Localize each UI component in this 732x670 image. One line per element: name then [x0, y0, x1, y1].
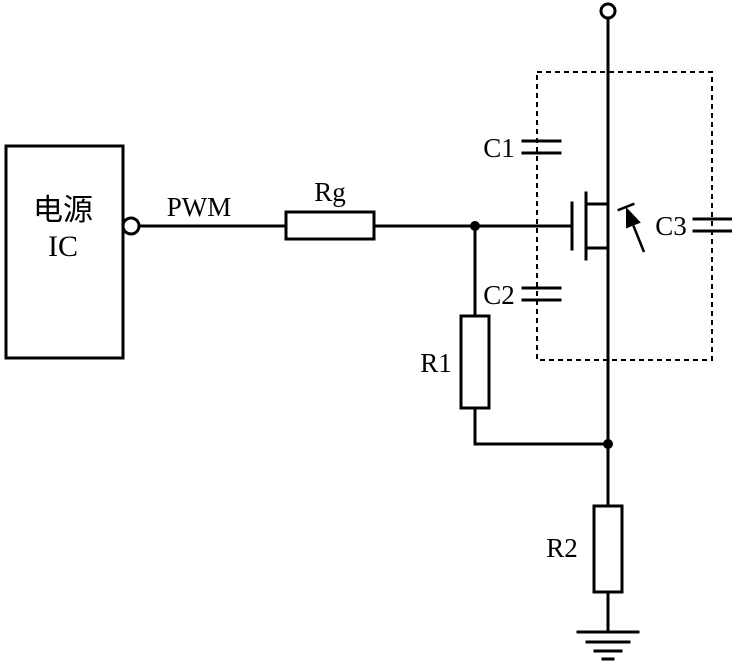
c3-label: C3: [655, 211, 687, 241]
c3-capacitor: [692, 217, 732, 233]
power-ic-label-line1: 电源: [33, 194, 93, 227]
gate-junction-dot: [470, 221, 480, 231]
c2-label: C2: [483, 280, 515, 310]
power-ic-box: [4, 144, 125, 360]
ground-symbol: [576, 630, 640, 661]
power-ic-label-line2: IC: [48, 230, 78, 263]
top-supply-terminal: [599, 2, 617, 20]
r1-label: R1: [420, 348, 452, 378]
r1-resistor: [459, 314, 491, 410]
mosfet-package-dashed-box: [536, 71, 713, 361]
body-diode-line: [632, 225, 646, 253]
body-diode-arrowhead: [626, 207, 641, 229]
c1-capacitor: [521, 139, 562, 155]
ic-output-terminal: [121, 216, 141, 236]
r2-resistor: [592, 504, 624, 594]
rg-resistor: [284, 210, 376, 241]
pwm-label: PWM: [167, 192, 232, 222]
r1-bottom-wire: [473, 406, 610, 446]
r2-label: R2: [546, 533, 578, 563]
c2-capacitor: [521, 286, 562, 302]
rg-label: Rg: [314, 177, 346, 207]
body-diode-bar: [617, 202, 635, 212]
c1-label: C1: [483, 133, 515, 163]
